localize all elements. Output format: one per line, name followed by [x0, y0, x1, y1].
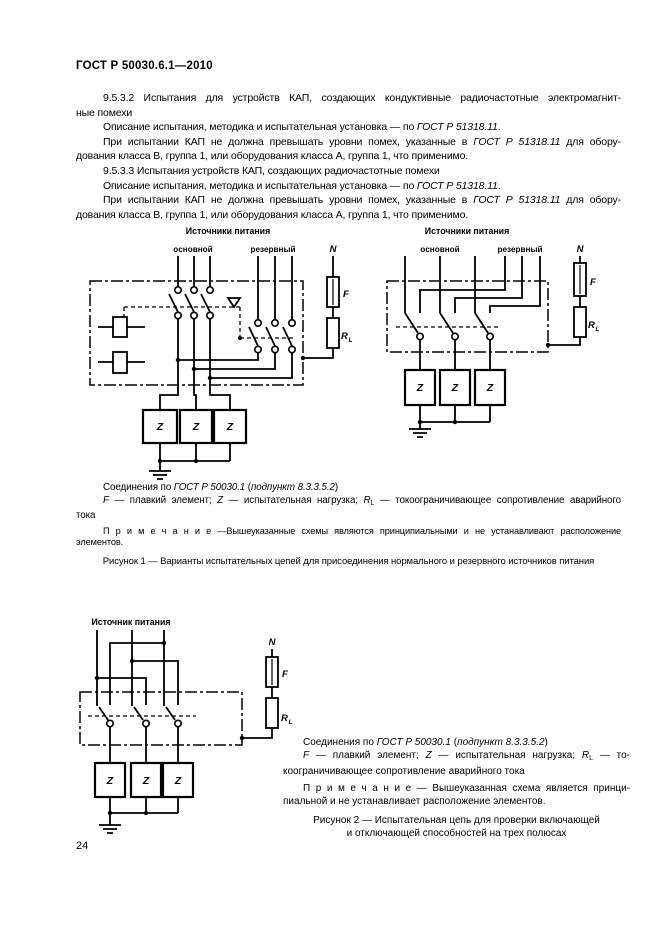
fig2-note: П р и м е ч а н и е — Вышеуказанная схем…	[283, 782, 630, 808]
resistor-symbol	[265, 697, 279, 729]
fuse-label: F	[343, 289, 349, 300]
text-line: 9.5.3.2 Испытания для устройств КАП, соз…	[103, 92, 621, 104]
text-line: П р и м е ч а н и е —Вышеуказанные схемы…	[103, 526, 621, 536]
fig1-connections: Соединения по ГОСТ Р 50030.1 (подпункт 8…	[76, 482, 621, 495]
interlock-triangle-icon	[226, 297, 242, 309]
device-boundary	[89, 280, 304, 386]
para-9-5-3-3: 9.5.3.3 Испытания устройств КАП, создающ…	[76, 164, 621, 179]
ground-icon	[99, 824, 121, 834]
para-9-5-3-2: 9.5.3.2 Испытания для устройств КАП, соз…	[76, 91, 621, 120]
coil-group	[112, 316, 128, 374]
resistor-sub-label: L	[349, 337, 353, 344]
figure2-text-block: Соединения по ГОСТ Р 50030.1 (подпункт 8…	[283, 736, 630, 840]
figure2-diagram: Источник питания N F R L Z Z Z	[79, 617, 293, 834]
text-line: тока	[76, 510, 96, 521]
main-source-label: основной	[173, 245, 212, 254]
junction-dots-group	[94, 640, 245, 816]
text-line: Описание испытания, методика и испытател…	[103, 179, 501, 192]
text-line: ные помехи	[76, 106, 133, 119]
resistor-label: R	[341, 331, 348, 342]
resistor-label: R	[281, 713, 288, 724]
diagram-title: Источники питания	[425, 226, 509, 236]
figure1-note: П р и м е ч а н и е —Вышеуказанные схемы…	[76, 526, 621, 548]
text-line: F — плавкий элемент; Z — испытательная н…	[303, 750, 631, 762]
reserve-source-label: резервный	[250, 245, 295, 254]
contact-circles-group	[174, 285, 296, 354]
diagram-title: Источники питания	[186, 226, 270, 236]
page-header: ГОСТ Р 50030.6.1—2010	[76, 60, 213, 72]
text-line: 9.5.3.3 Испытания устройств КАП, создающ…	[103, 164, 440, 177]
load-label: Z	[451, 382, 459, 394]
figure2-caption-line: и отключающей способностей на трех полюс…	[346, 828, 567, 839]
fig2-legend-line: F — плавкий элемент; Z — испытательная н…	[283, 749, 630, 778]
device-boundary	[79, 691, 243, 746]
para-requirement-1: При испытании КАП не должна превышать ур…	[76, 135, 621, 164]
text-line: элементов.	[76, 537, 124, 548]
fig2-connections: Соединения по ГОСТ Р 50030.1 (подпункт 8…	[283, 736, 630, 749]
fig1-note: П р и м е ч а н и е —Вышеуказанные схемы…	[76, 526, 621, 548]
resistor-symbol	[573, 306, 587, 338]
junction-dots-group	[417, 342, 551, 425]
figure1-left-diagram: Источники питания основной резервный N F…	[89, 226, 353, 480]
figure1-right-diagram: Источники питания основной резервный N F…	[386, 226, 600, 438]
text-line: П р и м е ч а н и е — Вышеуказанная схем…	[303, 783, 630, 794]
load-label: Z	[226, 421, 234, 433]
contact-circles-group	[415, 332, 494, 341]
fuse-label: F	[282, 669, 288, 680]
text-line: Соединения по ГОСТ Р 50030.1 (подпункт 8…	[303, 737, 548, 748]
text-line: Описание испытания, методика и испытател…	[103, 121, 501, 134]
text-line: дования класса В, группа 1, или оборудов…	[76, 150, 469, 163]
reserve-source-label: резервный	[497, 245, 542, 254]
figure2-legend: Соединения по ГОСТ Р 50030.1 (подпункт 8…	[283, 736, 630, 778]
neutral-label: N	[269, 637, 277, 648]
main-source-label: основной	[420, 245, 459, 254]
load-label: Z	[142, 775, 150, 787]
body-text: 9.5.3.2 Испытания для устройств КАП, соз…	[76, 91, 621, 222]
text-line: При испытании КАП не должна превышать ур…	[103, 194, 621, 207]
neutral-label: N	[577, 244, 585, 255]
text-line: дования класса В, группа 1, или оборудов…	[76, 208, 469, 221]
load-label: Z	[106, 775, 114, 787]
load-boxes-group	[93, 761, 195, 799]
ground-icon	[149, 470, 171, 480]
fuse-label: F	[590, 277, 596, 288]
wires-group	[404, 256, 581, 429]
load-label: Z	[156, 421, 164, 433]
text-line: пиальной и не устанавливает расположение…	[283, 796, 546, 807]
para-description-2: Описание испытания, методика и испытател…	[76, 179, 621, 194]
figure1-caption: Рисунок 1 — Варианты испытательных цепей…	[102, 556, 595, 567]
figure2-caption: Рисунок 2 — Испытательная цепь для прове…	[283, 814, 630, 840]
para-requirement-2: При испытании КАП не должна превышать ур…	[76, 193, 621, 222]
text-line: При испытании КАП не должна превышать ур…	[103, 135, 621, 148]
contact-circles-group	[106, 719, 183, 728]
text-line: коограничивающее сопротивление аварийног…	[283, 766, 525, 777]
figure1-legend: Соединения по ГОСТ Р 50030.1 (подпункт 8…	[76, 482, 621, 523]
ground-icon	[409, 428, 431, 438]
load-boxes-group	[141, 408, 248, 445]
load-label: Z	[192, 421, 200, 433]
text-line: Соединения по ГОСТ Р 50030.1 (подпункт 8…	[103, 482, 339, 493]
diagram-title: Источник питания	[91, 617, 170, 627]
fig1-legend-line: F — плавкий элемент; Z — испытательная н…	[76, 495, 621, 523]
figure2-caption-line: Рисунок 2 — Испытательная цепь для прове…	[313, 815, 600, 826]
figure2-note: П р и м е ч а н и е — Вышеуказанная схем…	[283, 782, 630, 808]
text-line: F — плавкий элемент; Z — испытательная н…	[103, 494, 621, 507]
page-number: 24	[76, 840, 89, 852]
neutral-label: N	[330, 244, 338, 255]
interlock-dashed-group	[123, 306, 296, 339]
junction-dots-group	[157, 336, 306, 464]
device-boundary	[386, 280, 549, 353]
resistor-sub-label: L	[596, 326, 600, 333]
resistor-sub-label: L	[289, 719, 293, 726]
resistor-symbol	[326, 317, 340, 349]
wires-group	[98, 256, 334, 471]
load-boxes-group	[403, 368, 507, 407]
load-label: Z	[416, 382, 424, 394]
para-description-1: Описание испытания, методика и испытател…	[76, 120, 621, 135]
load-label: Z	[486, 382, 494, 394]
resistor-label: R	[588, 320, 595, 331]
load-label: Z	[174, 775, 182, 787]
